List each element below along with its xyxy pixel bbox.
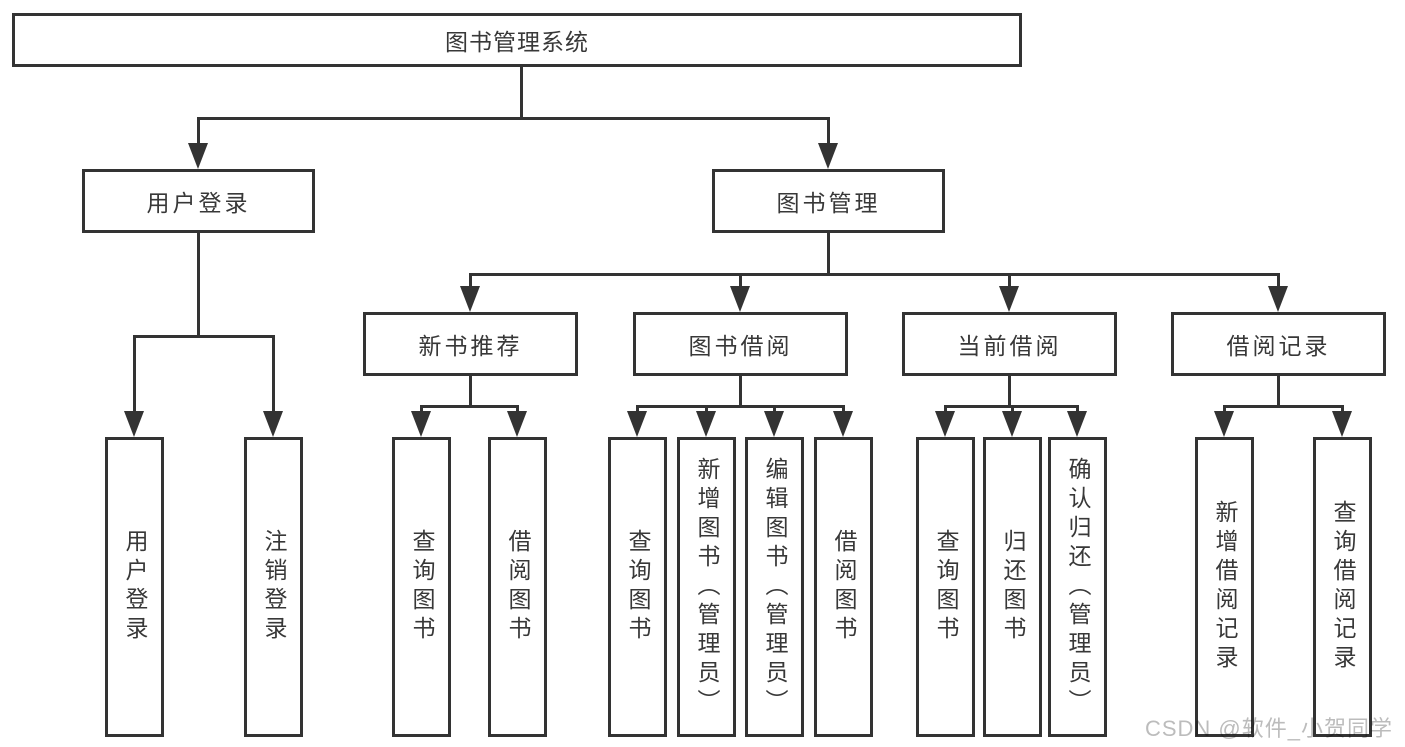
arrowhead-down-icon (730, 286, 750, 312)
connector-stem-current-borrow (1008, 273, 1011, 289)
arrowhead-down-icon (935, 411, 955, 437)
connector-leaf-stem (1011, 405, 1014, 414)
connector-book-borrow-horizontal (636, 405, 845, 408)
leaf-label: 确认归还（管理员） (1065, 456, 1091, 718)
connector-root-drop (520, 65, 523, 119)
leaf-label: 查询图书 (933, 529, 959, 645)
connector-leaf-stem (516, 405, 519, 414)
arrowhead-down-icon (764, 411, 784, 437)
connector-leaf-stem (842, 405, 845, 414)
arrowhead-down-icon (507, 411, 527, 437)
node-book-management: 图书管理 (712, 169, 945, 233)
connector-stem-book-management (827, 117, 830, 145)
connector-book-borrow-drop (739, 374, 742, 408)
arrowhead-down-icon (696, 411, 716, 437)
connector-leaf-stem (1341, 405, 1344, 414)
connector-leaf-stem (944, 405, 947, 414)
leaf-user-login: 用户登录 (105, 437, 164, 737)
leaf-label: 查询图书 (409, 529, 435, 645)
connector-stem-leaf-user-login (133, 335, 136, 413)
connector-leaf-stem (1223, 405, 1226, 414)
leaf-add-borrow-record: 新增借阅记录 (1195, 437, 1254, 737)
connector-leaf-stem (705, 405, 708, 414)
node-book-borrow: 图书借阅 (633, 312, 848, 376)
connector-stem-book-borrow (739, 273, 742, 289)
arrowhead-down-icon (1332, 411, 1352, 437)
arrowhead-down-icon (999, 286, 1019, 312)
leaf-add-book-admin: 新增图书（管理员） (677, 437, 736, 737)
arrowhead-down-icon (818, 143, 838, 169)
leaf-query-book-current: 查询图书 (916, 437, 975, 737)
connector-level2-horizontal (197, 117, 830, 120)
arrowhead-down-icon (188, 143, 208, 169)
leaf-label: 查询图书 (625, 529, 651, 645)
arrowhead-down-icon (1067, 411, 1087, 437)
leaf-label: 查询借阅记录 (1330, 500, 1356, 674)
leaf-label: 用户登录 (122, 529, 148, 645)
leaf-borrow-book: 借阅图书 (814, 437, 873, 737)
arrowhead-down-icon (460, 286, 480, 312)
leaf-label: 借阅图书 (505, 529, 531, 645)
arrowhead-down-icon (1002, 411, 1022, 437)
connector-new-book-drop (469, 374, 472, 408)
leaf-label: 借阅图书 (831, 529, 857, 645)
leaf-query-borrow-record: 查询借阅记录 (1313, 437, 1372, 737)
leaf-logout-login: 注销登录 (244, 437, 303, 737)
connector-leaf-stem (420, 405, 423, 414)
arrowhead-down-icon (263, 411, 283, 437)
connector-new-book-horizontal (420, 405, 519, 408)
node-user-login: 用户登录 (82, 169, 315, 233)
leaf-label: 归还图书 (1000, 529, 1026, 645)
leaf-label: 新增借阅记录 (1212, 500, 1238, 674)
node-root: 图书管理系统 (12, 13, 1022, 67)
node-borrow-record: 借阅记录 (1171, 312, 1386, 376)
leaf-query-book-borrow: 查询图书 (608, 437, 667, 737)
arrowhead-down-icon (411, 411, 431, 437)
arrowhead-down-icon (1214, 411, 1234, 437)
arrowhead-down-icon (1268, 286, 1288, 312)
node-current-borrow: 当前借阅 (902, 312, 1117, 376)
connector-borrow-record-drop (1277, 374, 1280, 408)
connector-leaf-stem (773, 405, 776, 414)
leaf-query-book-recommend: 查询图书 (392, 437, 451, 737)
node-new-book-recommend: 新书推荐 (363, 312, 578, 376)
connector-leaf-stem (1076, 405, 1079, 414)
leaf-label: 新增图书（管理员） (694, 456, 720, 718)
leaf-label: 编辑图书（管理员） (762, 456, 788, 718)
connector-stem-leaf-logout (272, 335, 275, 413)
leaf-return-book: 归还图书 (983, 437, 1042, 737)
arrowhead-down-icon (833, 411, 853, 437)
connector-leaf-stem (636, 405, 639, 414)
connector-current-borrow-drop (1008, 374, 1011, 408)
connector-book-management-drop (827, 231, 830, 276)
connector-borrow-record-horizontal (1223, 405, 1344, 408)
connector-stem-user-login (197, 117, 200, 145)
connector-stem-new-book (469, 273, 472, 289)
leaf-label: 注销登录 (261, 529, 287, 645)
leaf-confirm-return-admin: 确认归还（管理员） (1048, 437, 1107, 737)
connector-user-login-drop (197, 231, 200, 338)
arrowhead-down-icon (627, 411, 647, 437)
arrowhead-down-icon (124, 411, 144, 437)
leaf-borrow-book-recommend: 借阅图书 (488, 437, 547, 737)
csdn-watermark: CSDN @软件_小贺同学 (1144, 716, 1393, 741)
connector-user-login-horizontal (133, 335, 275, 338)
connector-level3-horizontal (469, 273, 1280, 276)
connector-stem-borrow-record (1277, 273, 1280, 289)
leaf-edit-book-admin: 编辑图书（管理员） (745, 437, 804, 737)
